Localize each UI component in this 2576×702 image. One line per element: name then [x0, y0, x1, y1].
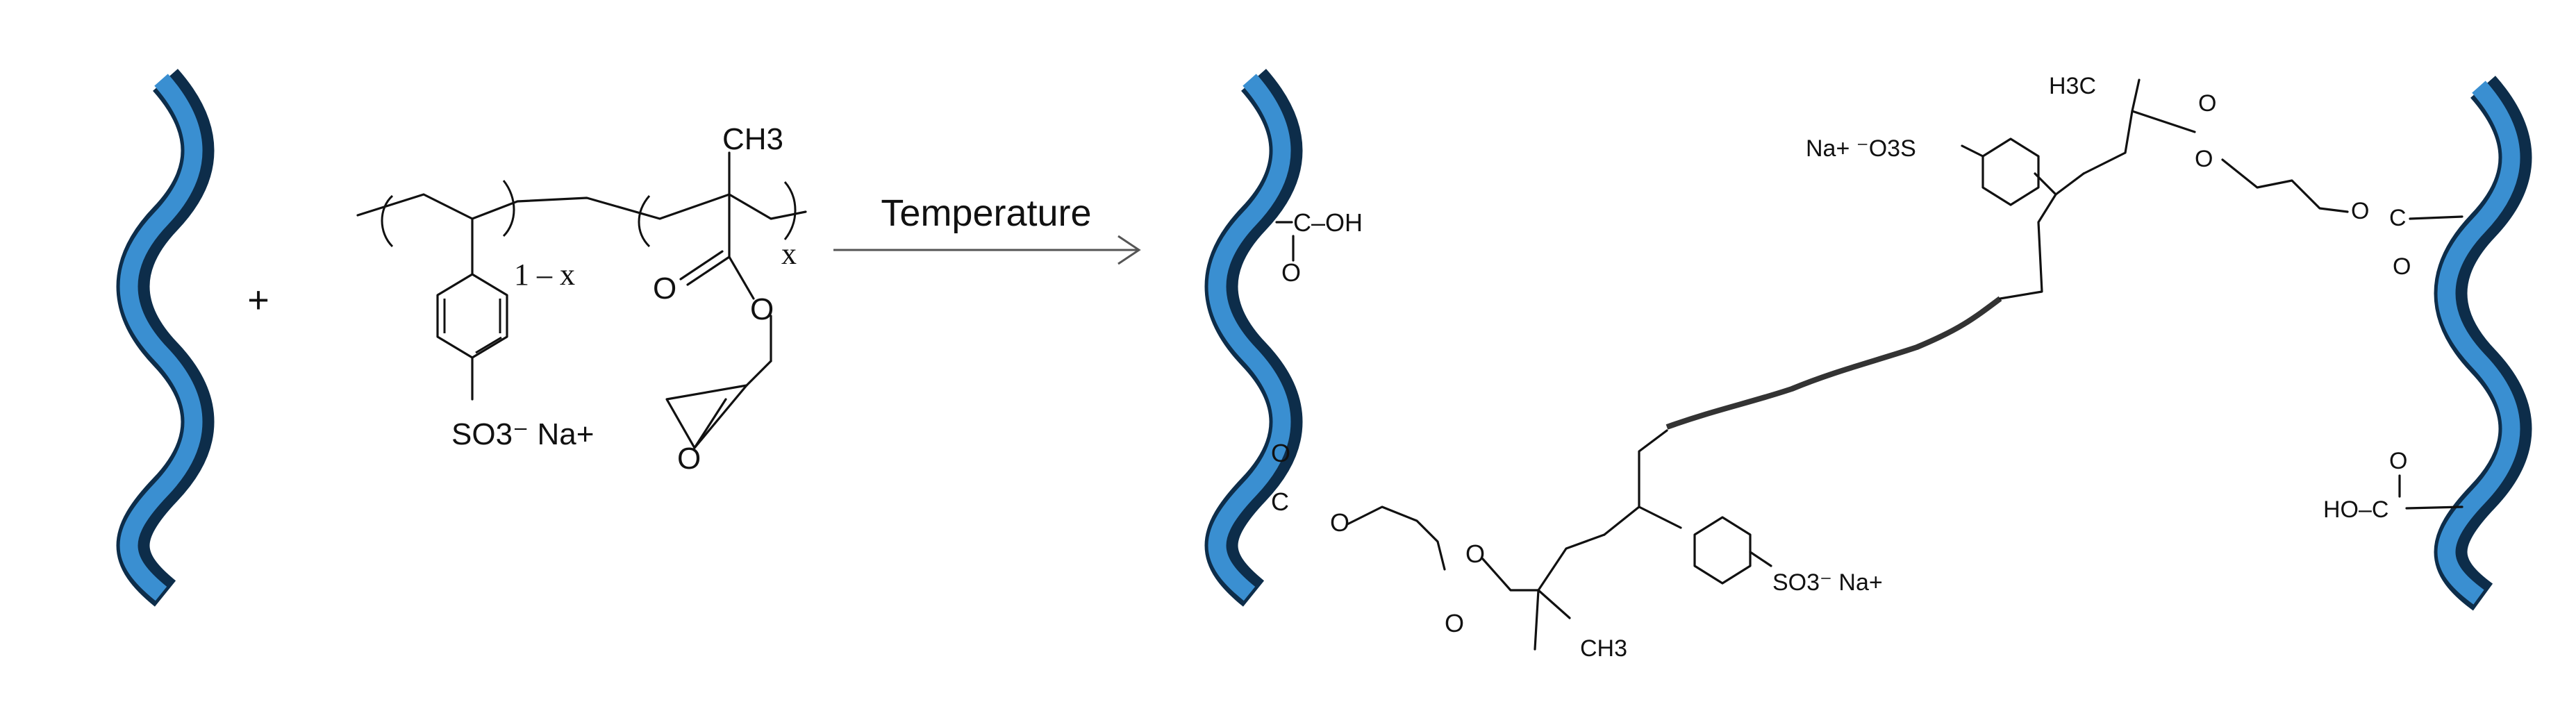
na-so3-top-label: Na+ ⁻O3S: [1806, 135, 1916, 162]
ch3-label: CH3: [722, 122, 783, 156]
fiber-right: [2434, 76, 2532, 611]
fiber-middle: [1204, 69, 1303, 607]
ester-right-o-label: O: [2351, 198, 2369, 224]
carbonyl-oxygen-label: O: [653, 271, 676, 306]
repeat-unit-2-subscript: x: [781, 237, 797, 271]
reaction-arrow: Temperature: [833, 192, 1141, 265]
ester-left-o-label: O: [1271, 439, 1290, 467]
ester-left-o2-label: O: [1330, 508, 1349, 537]
product-structure: C–OH O O C O O O CH3 SO3⁻ Na+ Na+ ⁻O3S H…: [1271, 73, 2463, 662]
plus-sign: +: [247, 279, 269, 321]
ester-right-c-label: C: [2389, 205, 2407, 231]
ester-left-o4-label: O: [1445, 609, 1464, 637]
sulfonate-label: SO3⁻ Na+: [451, 417, 594, 451]
cooh-top-left-o-label: O: [1281, 258, 1301, 287]
h3c-top-label: H3C: [2049, 73, 2096, 99]
temperature-label: Temperature: [881, 192, 1091, 234]
ester-top-o-label: O: [2198, 90, 2216, 117]
so3na-bottom-label: SO3⁻ Na+: [1772, 569, 1883, 596]
ester-left-o3-label: O: [1465, 540, 1485, 568]
ch3-bottom-label: CH3: [1580, 635, 1627, 662]
ester-right-o2-label: O: [2393, 253, 2411, 280]
epoxide-oxygen-label: O: [677, 442, 701, 476]
copolymer-structure: CH3 1 – x x SO3⁻ Na+ O O O: [356, 122, 807, 476]
repeat-unit-1-subscript: 1 – x: [514, 258, 575, 292]
fiber-left: [116, 69, 215, 607]
ester-left-c-label: C: [1271, 487, 1289, 516]
ester-top-o2-label: O: [2195, 146, 2213, 172]
cooh-top-left-label: C–OH: [1293, 208, 1363, 237]
hooc-right-o-label: O: [2389, 448, 2407, 474]
hooc-right-label: HO–C: [2323, 496, 2388, 523]
ester-oxygen-label: O: [750, 292, 774, 326]
